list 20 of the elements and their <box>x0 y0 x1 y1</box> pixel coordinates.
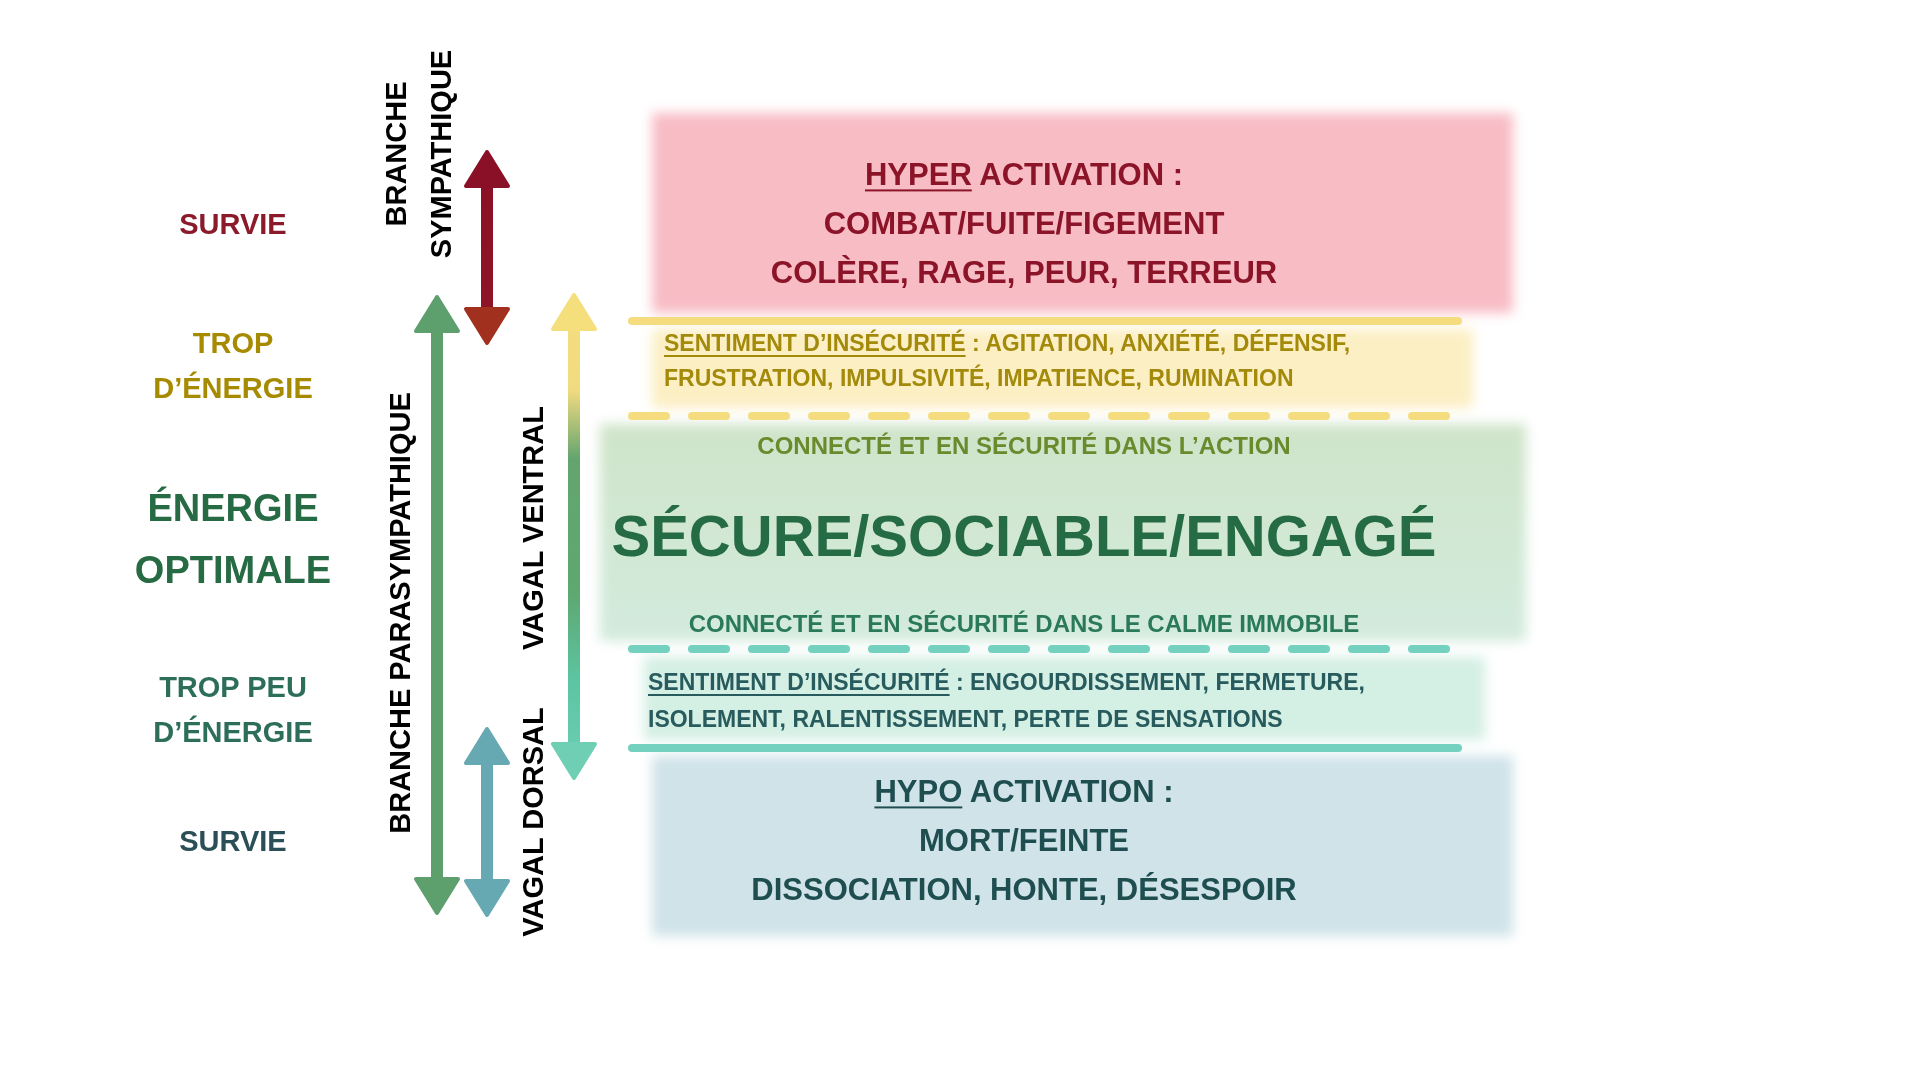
level-label: TROP PEU D’ÉNERGIE <box>152 670 314 750</box>
zone-text: MORT/FEINTE <box>918 822 1130 860</box>
zone-text: SENTIMENT D’INSÉCURITÉ : AGITATION, ANXIÉTÉ, DÉFENSIF, FRUSTRATION, IMPULSIVITÉ, IMPATIENCE, RUMINATION <box>664 328 1352 393</box>
zone-text: COLÈRE, RAGE, PEUR, TERREUR <box>770 254 1278 292</box>
zone-text: CONNECTÉ ET EN SÉCURITÉ DANS LE CALME IMMOBILE <box>688 609 1360 639</box>
level-label: TROP D’ÉNERGIE <box>152 326 314 406</box>
zone-text: DISSOCIATION, HONTE, DÉSESPOIR <box>751 871 1297 909</box>
branch-label: VAGAL VENTRAL <box>516 406 550 650</box>
level-label: ÉNERGIE OPTIMALE <box>133 485 333 593</box>
branch-label: BRANCHE SYMPATHIQUE <box>379 48 458 261</box>
level-label: SURVIE <box>178 206 288 242</box>
branch-label: BRANCHE PARASYMPATHIQUE <box>383 392 417 834</box>
zone-text: CONNECTÉ ET EN SÉCURITÉ DANS L’ACTION <box>757 431 1291 461</box>
zone-heading: HYPER ACTIVATION : <box>865 156 1183 194</box>
zone-text: SENTIMENT D’INSÉCURITÉ : ENGOURDISSEMENT, FERMETURE, ISOLEMENT, RALENTISSEMENT, PERTE DE SENSATIONS <box>648 667 1366 734</box>
zone-heading: HYPO ACTIVATION : <box>874 773 1174 811</box>
zone-title: SÉCURE/SOCIABLE/ENGAGÉ <box>611 502 1437 571</box>
level-label: SURVIE <box>178 823 288 859</box>
zone-text: COMBAT/FUITE/FIGEMENT <box>823 205 1225 243</box>
branch-label: VAGAL DORSAL <box>516 707 550 937</box>
